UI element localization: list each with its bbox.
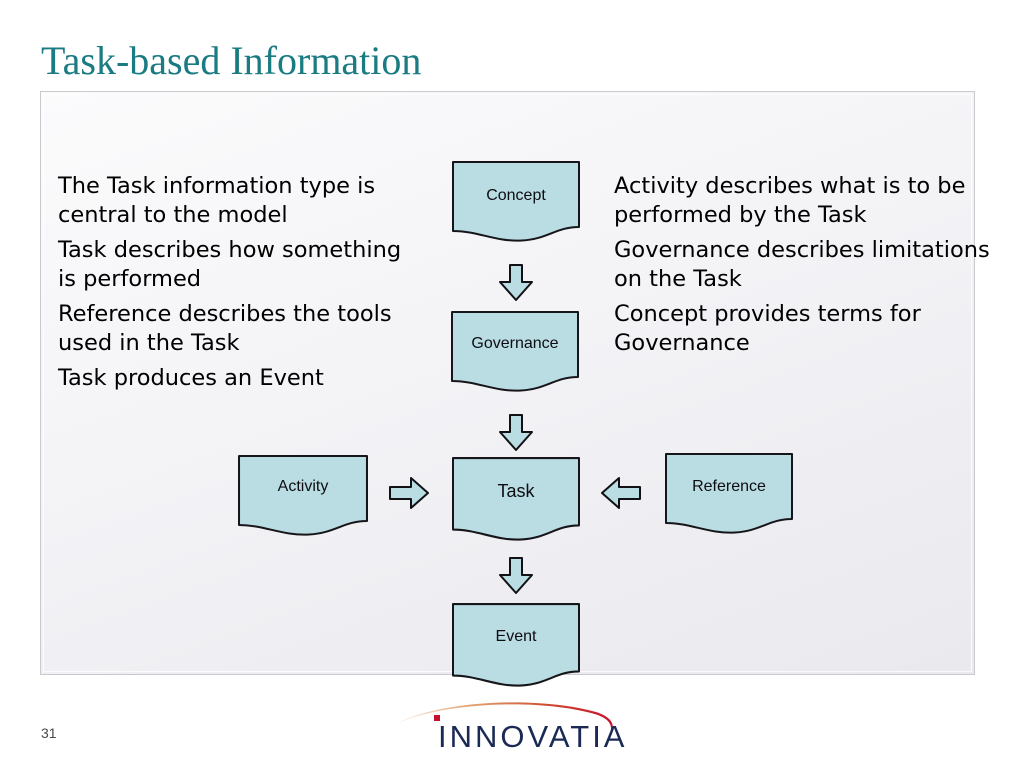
logo-swoosh-icon (396, 702, 613, 735)
node-label-governance: Governance (471, 335, 559, 352)
logo-dot-icon (434, 715, 440, 721)
innovatia-logo: INNOVATIA (388, 702, 638, 756)
node-label-event: Event (495, 628, 537, 645)
right-paragraph-2: Governance describes limitations on the … (614, 237, 990, 292)
node-label-reference: Reference (692, 478, 766, 495)
page-title: Task-based Information (41, 38, 422, 83)
left-paragraph-1: The Task information type is central to … (58, 173, 376, 228)
node-label-concept: Concept (486, 187, 546, 204)
node-label-task: Task (497, 481, 535, 501)
left-paragraph-4: Task produces an Event (58, 365, 324, 391)
node-label-activity: Activity (277, 478, 329, 495)
right-paragraph-1: Activity describes what is to be perform… (614, 173, 966, 228)
right-text-column: Activity describes what is to be perform… (614, 172, 992, 364)
page-number: 31 (41, 725, 57, 741)
left-paragraph-2: Task describes how something is performe… (58, 237, 402, 292)
left-paragraph-3: Reference describes the tools used in th… (58, 301, 392, 356)
left-text-column: The Task information type is central to … (58, 172, 418, 399)
right-paragraph-3: Concept provides terms for Governance (614, 301, 921, 356)
logo-wordmark: INNOVATIA (438, 719, 628, 754)
